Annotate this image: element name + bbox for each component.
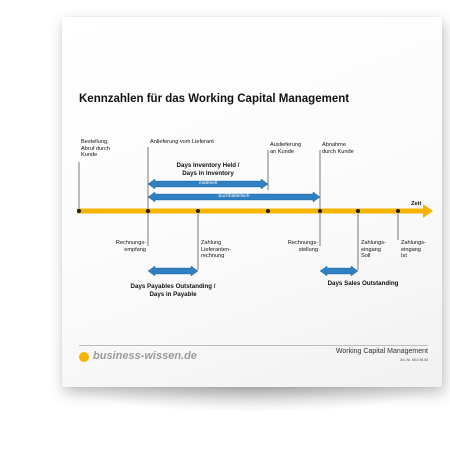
footer-doc-title: Working Capital Management [335, 348, 428, 355]
arrow-dpo [147, 265, 199, 277]
arrow-buchhalterisch [147, 191, 321, 203]
label-zahlung-lieferant: Zahlung Lieferanten- rechnung [201, 240, 231, 260]
diagram-title: Kennzahlen für das Working Capital Manag… [79, 93, 350, 105]
arrow-dso [319, 265, 359, 277]
bar-label-materiell: materiell [198, 181, 218, 186]
footer-divider [79, 345, 428, 346]
metric-dih: Days Inventory Held / Days in Inventory [176, 162, 240, 177]
timeline-dots [76, 208, 401, 214]
metric-dso: Days Sales Outstanding [327, 280, 399, 287]
label-auslieferung: Auslieferung an Kunde [270, 142, 302, 155]
bar-label-buchhalterisch: buchhalterisch [218, 194, 250, 199]
label-rechnungsstellung: Rechnungs- stellung [287, 240, 318, 253]
axis-label-zeit: Zeit [411, 201, 422, 207]
logo-dot-icon [79, 352, 89, 362]
label-anlieferung: Anlieferung vom Lieferant [150, 139, 214, 145]
label-zahlungseingang-soll: Zahlungs- eingang Soll [361, 240, 386, 260]
footer-art-nr: Art.-Nr. 88.0.98.08 [400, 358, 428, 362]
metric-dpo: Days Payables Outstanding / Days in Paya… [130, 283, 216, 298]
time-axis-arrow [77, 204, 433, 218]
label-zahlungseingang-ist: Zahlungs- eingang Ist [401, 240, 426, 260]
arrow-materiell [147, 178, 269, 190]
label-bestellung: Bestellung, Abruf durch Kunde [81, 139, 110, 159]
page-shadow [66, 385, 438, 413]
logo: business-wissen.de [93, 350, 197, 362]
label-abnahme: Abnahme durch Kunde [322, 142, 354, 155]
document-sheet [62, 17, 442, 387]
label-rechnungsempfang: Rechnungs- empfang [115, 240, 146, 253]
